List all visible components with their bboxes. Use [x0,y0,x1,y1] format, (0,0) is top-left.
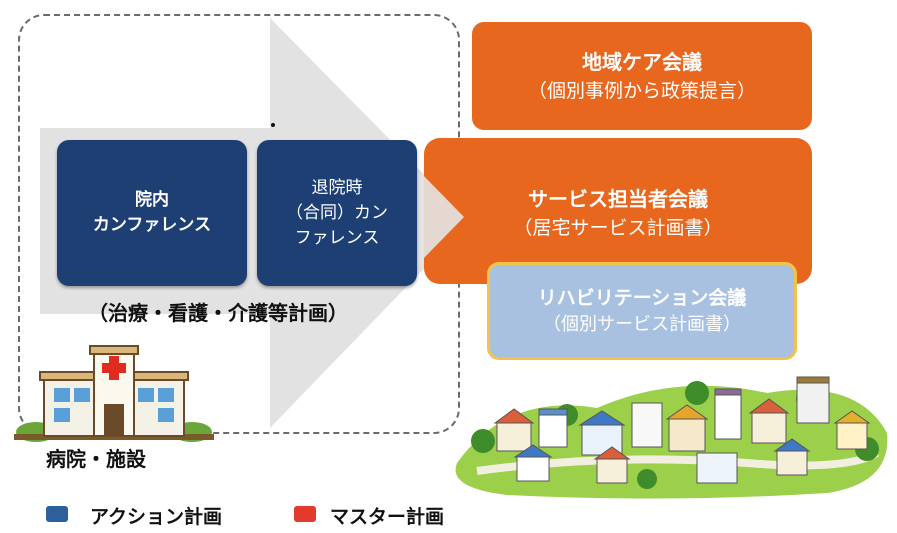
in-hospital-conference-line2: カンファレンス [92,215,212,235]
rehab-meeting-box: リハビリテーション会議 （個別サービス計画書） [487,262,797,360]
discharge-conference-line1: 退院時 [311,177,363,198]
community-care-meeting-subtitle: （個別事例から政策提言） [527,80,756,102]
discharge-conference-line3: ファレンス [294,227,380,248]
plan-caption: （治療・看護・介護等計画） [88,301,348,325]
hospital-label: 病院・施設 [46,447,146,471]
legend-label-master-plan: マスター計画 [330,506,445,528]
rehab-meeting-title: リハビリテーション会議 [537,287,747,309]
community-care-meeting-title: 地域ケア会議 [582,50,702,74]
service-staff-meeting-title: サービス担当者会議 [528,187,708,211]
hospital-building-icon [14,345,214,442]
community-care-meeting-box: 地域ケア会議 （個別事例から政策提言） [472,22,812,130]
marker-dot [271,123,275,127]
discharge-conference-box: 退院時 （合同）カン ファレンス [257,140,417,286]
process-arrow [40,18,470,428]
in-hospital-conference-box: 院内 カンファレンス [57,140,247,286]
legend-label-action-plan: アクション計画 [90,506,223,528]
service-staff-meeting-box: サービス担当者会議 （居宅サービス計画書） [424,138,812,284]
arrow-tip-overlay [420,172,464,262]
town-illustration-icon [455,376,888,499]
discharge-conference-line2: （合同）カン [286,202,388,223]
service-staff-meeting-subtitle: （居宅サービス計画書） [513,217,723,239]
rehab-meeting-subtitle: （個別サービス計画書） [543,314,741,335]
legend-swatch-action-plan [46,506,68,522]
in-hospital-conference-line1: 院内 [135,190,169,210]
legend-swatch-master-plan [294,506,316,522]
